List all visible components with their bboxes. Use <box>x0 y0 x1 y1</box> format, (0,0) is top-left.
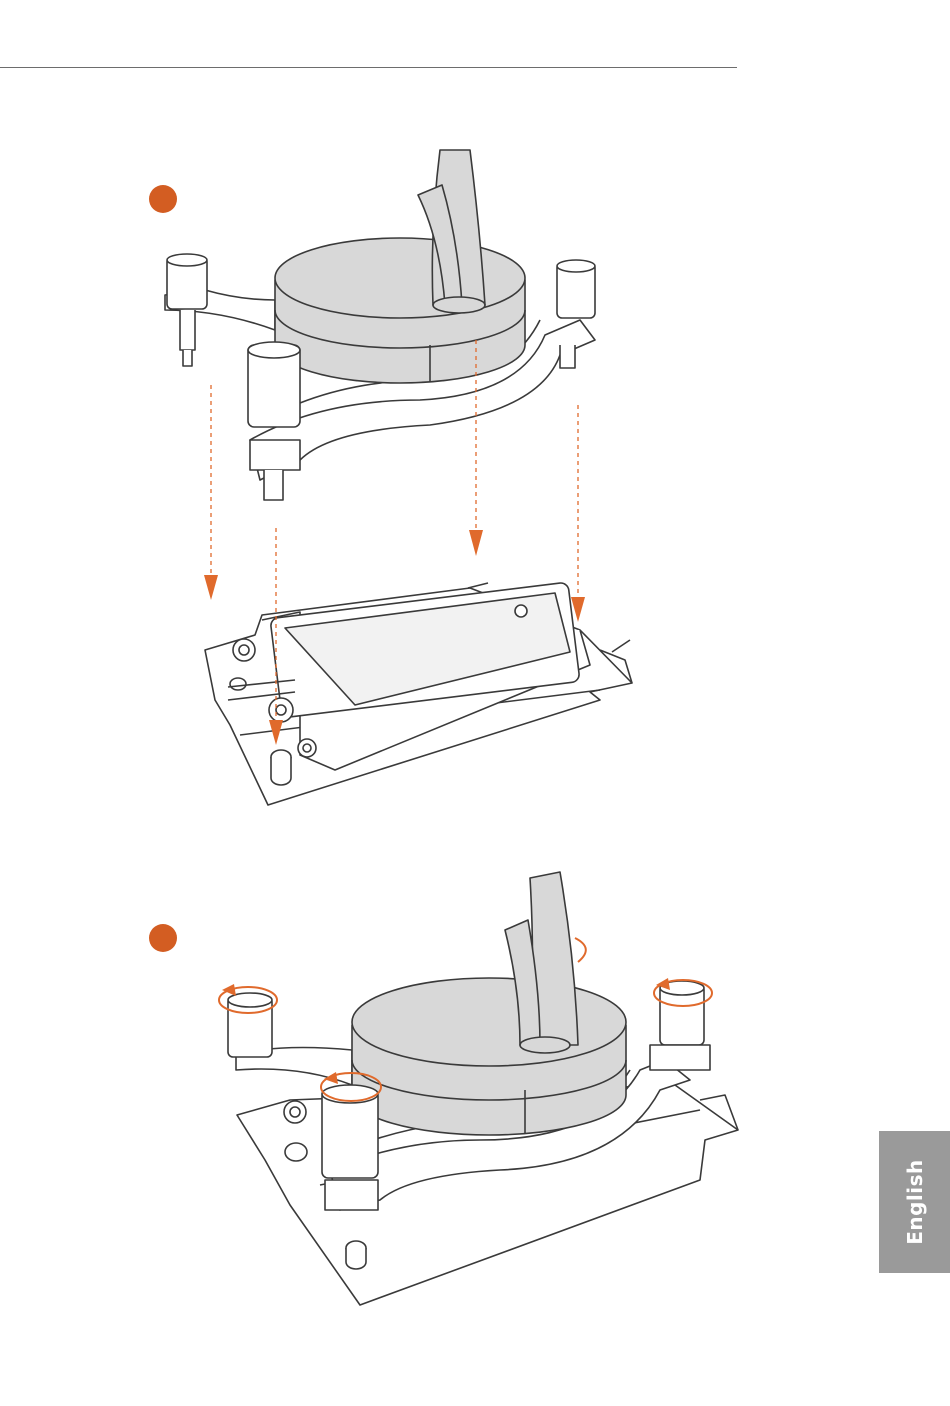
language-label: English <box>903 1159 927 1245</box>
water-block-installed <box>352 978 626 1135</box>
thumbscrew-front-installed <box>322 1085 378 1210</box>
thumbscrew-left-installed <box>228 993 272 1057</box>
thumbscrew-right-installed <box>650 981 710 1070</box>
language-side-tab: English <box>879 1131 950 1273</box>
